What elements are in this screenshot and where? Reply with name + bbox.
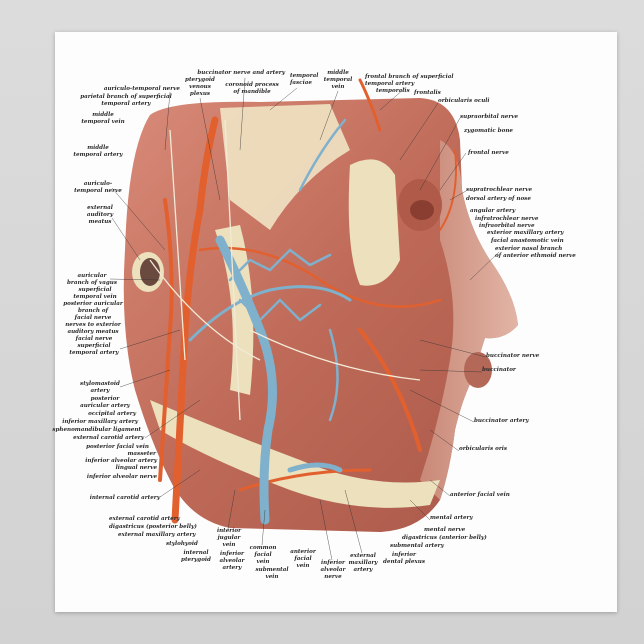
label: stylomastoid artery [80, 381, 120, 394]
label: posterior facial vein [86, 444, 149, 450]
nerves [149, 119, 421, 421]
label: digastricus (anterior belly) [402, 535, 487, 541]
arteries [158, 78, 457, 524]
label: buccinator artery [474, 418, 529, 424]
label: mental artery [430, 515, 473, 521]
mandible [150, 400, 440, 508]
label: temporal fasciae [290, 73, 319, 86]
label: dorsal artery of nose [466, 196, 531, 202]
zygomatic-bone [348, 159, 400, 286]
label: exterior maxillary artery [487, 230, 564, 236]
label: sphenomandibular ligament [52, 427, 141, 433]
label: angular artery [470, 208, 516, 214]
face-skin [420, 140, 518, 500]
label: inferior alveolar nerve [86, 474, 157, 480]
lips [464, 352, 492, 388]
label: buccinator nerve [486, 353, 540, 359]
label: buccinator [482, 367, 516, 373]
label: frontal branch of superficial temporal a… [365, 74, 454, 87]
label: exterior nasal branch of anterior ethmoi… [495, 246, 576, 259]
label: digastricus (posterior belly) [109, 524, 197, 530]
label: posterior auricular artery [80, 396, 130, 409]
label: external maxillary artery [118, 532, 196, 538]
label: external auditory meatus [86, 205, 114, 225]
label: mental nerve [424, 527, 466, 533]
temporal-fascia [220, 104, 350, 230]
leader-lines [109, 77, 500, 561]
label: temporalis [376, 88, 410, 94]
label: internal carotid artery [89, 495, 160, 501]
label: external maxillary artery [348, 553, 378, 573]
label: facial anastomotic vein [491, 238, 564, 244]
label: supraorbital nerve [460, 114, 519, 120]
label: facial nerve [75, 336, 113, 342]
label: submental vein [255, 567, 289, 580]
label: frontal nerve [468, 150, 509, 156]
label: pterygoid venous plexus [185, 77, 215, 97]
label: infraorbital nerve [479, 223, 535, 229]
label: middle temporal vein [323, 70, 353, 90]
label: parietal branch of superficial temporal … [80, 94, 172, 107]
veins [188, 118, 352, 525]
label: anterior facial vein [290, 549, 316, 569]
label: supratrochlear nerve [466, 187, 533, 193]
label: buccinator nerve and artery [197, 70, 285, 76]
label: lingual nerve [115, 465, 157, 471]
label: infratrochlear nerve [475, 216, 539, 222]
label: inferior alveolar artery [219, 551, 245, 571]
label: orbicularis oculi [438, 98, 490, 104]
label: coronoid process of mandible [225, 82, 279, 95]
label: external carotid artery [73, 435, 144, 441]
label: superficial temporal artery [69, 343, 119, 356]
label: anterior facial vein [450, 492, 510, 498]
label: inferior dental plexus [383, 552, 425, 565]
label: masseter [127, 451, 157, 457]
label: orbicularis oris [459, 446, 508, 452]
label: stylohyoid [166, 541, 198, 547]
label: zygomatic bone [464, 128, 513, 134]
label: frontalis [414, 90, 441, 96]
label: external carotid artery [109, 516, 180, 522]
label: inferior maxillary artery [62, 419, 138, 425]
label: middle temporal vein [81, 112, 125, 125]
label: auriculo- temporal nerve [74, 181, 122, 194]
label: inferior alveolar artery [85, 458, 157, 464]
label: middle temporal artery [73, 145, 123, 158]
label: interior jugular vein [216, 528, 242, 548]
label: auricular branch of vagus [66, 273, 118, 286]
label: common facial vein [249, 545, 277, 565]
label: occipital artery [88, 411, 136, 417]
label: nerves to exterior auditory meatus [65, 322, 121, 335]
label: posterior auricular branch of facial ner… [63, 301, 123, 321]
label: submental artery [390, 543, 444, 549]
label: internal pterygoid [181, 550, 211, 563]
label: superficial temporal vein [73, 287, 117, 300]
label: inferior alveolar nerve [320, 560, 346, 580]
label: auriculo-temporal nerve [103, 86, 180, 92]
